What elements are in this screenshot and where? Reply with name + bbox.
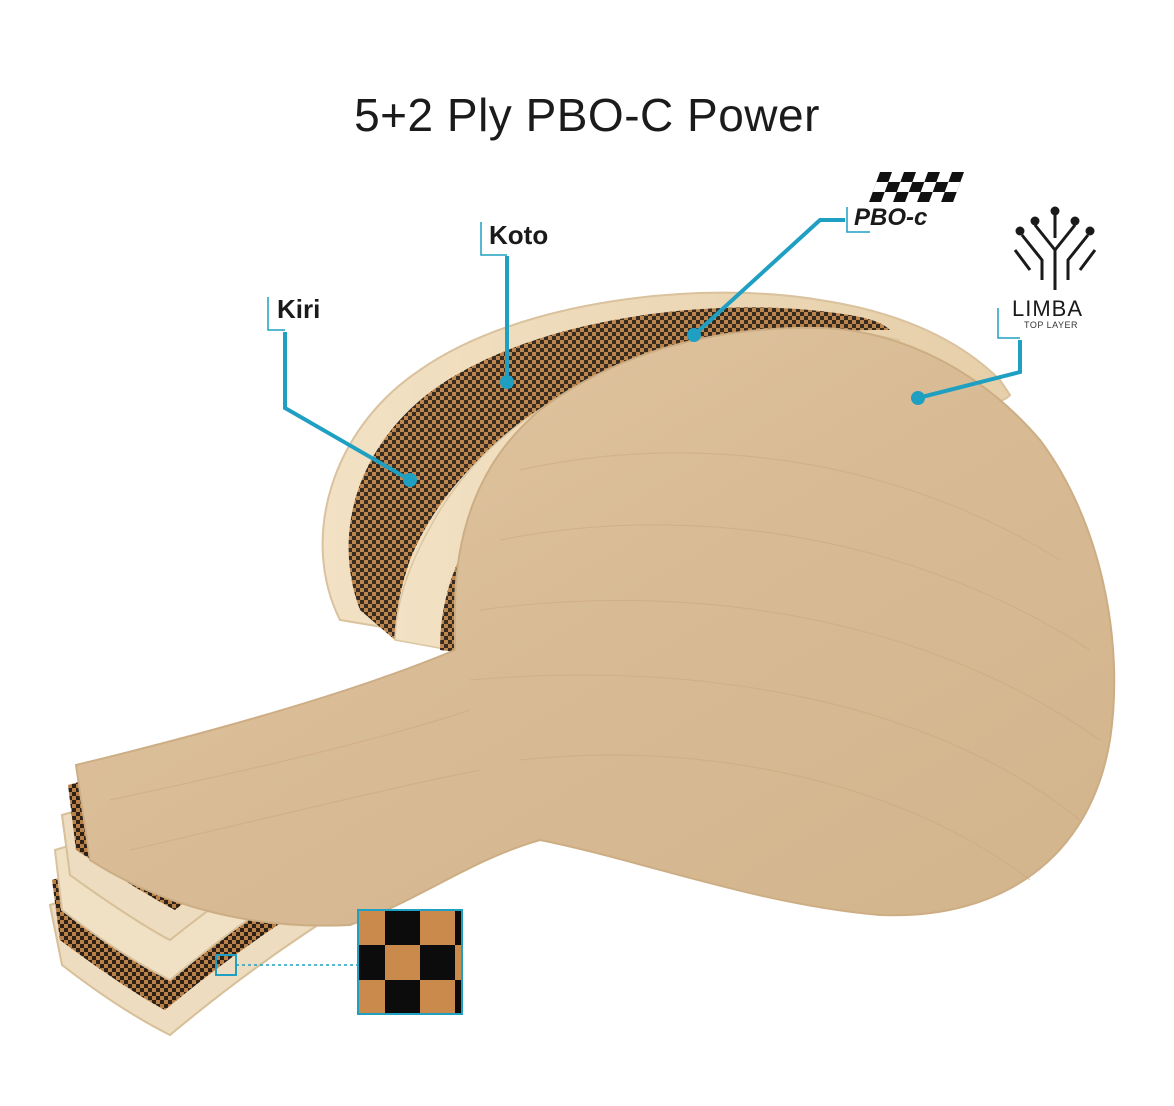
blade-layers: [48, 291, 1116, 1037]
callout-limba: LIMBA TOP LAYER: [911, 206, 1097, 405]
checkered-flag-icon: [869, 172, 964, 202]
label-koto: Koto: [489, 220, 548, 250]
label-kiri: Kiri: [277, 294, 320, 324]
callout-kiri: Kiri: [267, 294, 417, 487]
carbon-zoom-callout: [215, 909, 463, 1015]
page-title: 5+2 Ply PBO-C Power: [354, 89, 820, 141]
callout-pbo: PBO-c: [687, 172, 964, 342]
carbon-weave-zoom: [357, 909, 463, 1015]
tree-icon: [1013, 206, 1097, 290]
label-limba-sub: TOP LAYER: [1024, 320, 1078, 330]
label-pbo: PBO-c: [854, 204, 927, 231]
wood-grain: [109, 452, 1101, 881]
label-limba: LIMBA: [1012, 296, 1083, 321]
callout-koto: Koto: [480, 220, 548, 389]
layer-limba-top: [74, 326, 1116, 927]
layer-carbon-outer: [348, 307, 891, 640]
